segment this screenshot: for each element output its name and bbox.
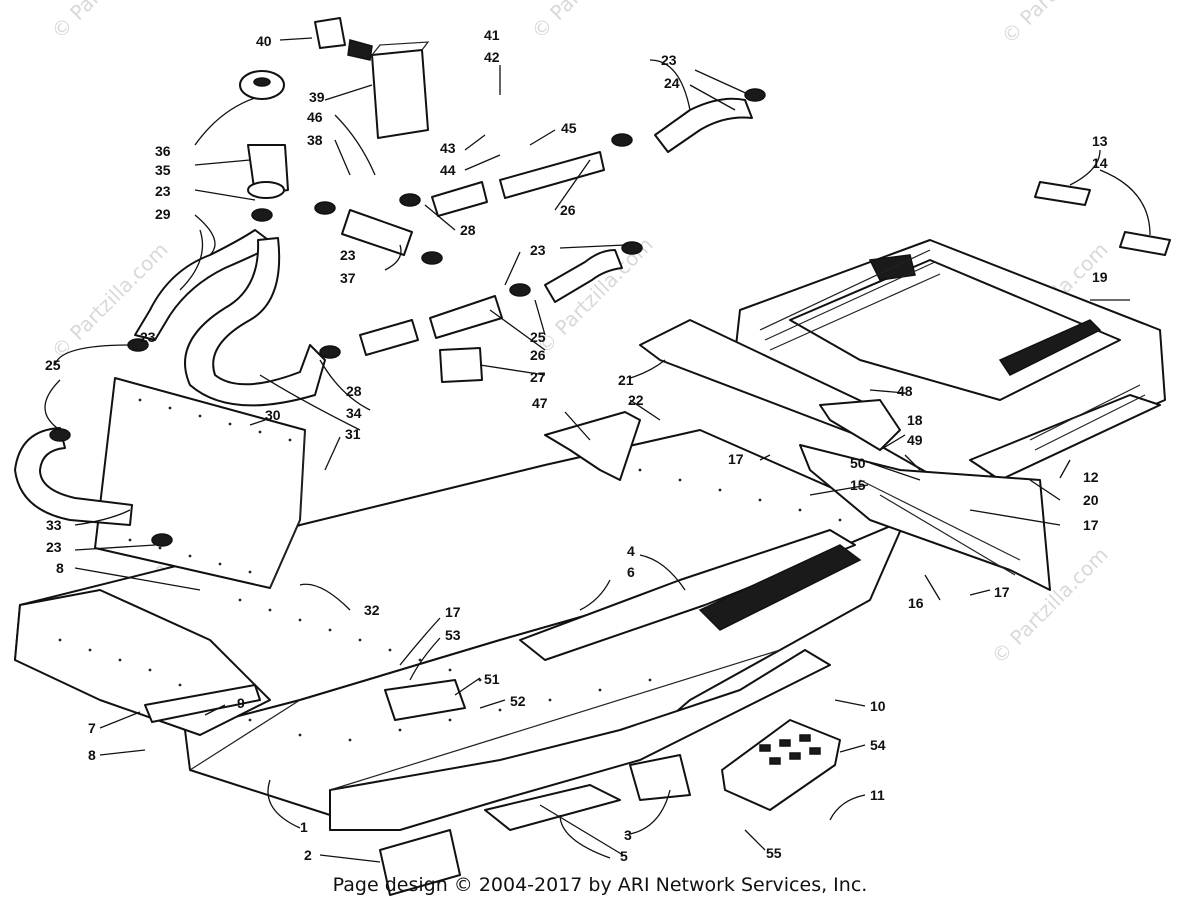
callout-label: 17 [994,584,1010,600]
callout-label: 36 [155,143,171,159]
plate-5 [484,784,621,831]
callout-label: 44 [440,162,456,178]
callout-label: 14 [1092,155,1108,171]
support-bar [144,684,261,723]
callout-label: 40 [256,33,272,49]
callout-label: 35 [155,162,171,178]
callout-label: 19 [1092,269,1108,285]
callout-label: 16 [908,595,924,611]
callout-label: 8 [56,560,64,576]
leader-lines [44,37,1151,863]
callout-label: 49 [907,432,923,448]
callout-label: 2 [304,847,312,863]
callout-label: 43 [440,140,456,156]
callout-label: 22 [628,392,644,408]
callout-label: 26 [530,347,546,363]
callout-label: 54 [870,737,886,753]
page-footer: Page design © 2004-2017 by ARI Network S… [332,874,868,896]
callout-label: 23 [340,247,356,263]
callout-label: 45 [561,120,577,136]
callout-label: 1 [300,819,308,835]
callout-label: 4 [627,543,635,559]
decal-14 [1119,231,1171,256]
grommet-plate [439,347,483,383]
callout-label: 23 [661,52,677,68]
callout-label: 53 [445,627,461,643]
callout-label: 28 [460,222,476,238]
callout-label: 15 [850,477,866,493]
mount-bracket [384,679,466,721]
callout-label: 26 [560,202,576,218]
callout-label: 48 [897,383,913,399]
callout-label: 13 [1092,133,1108,149]
clamps [49,88,766,547]
callout-label: 28 [346,383,362,399]
callout-label: 23 [46,539,62,555]
bracket-3 [629,754,691,801]
callout-label: 34 [346,405,362,421]
callout-label: 37 [340,270,356,286]
callout-label: 33 [46,517,62,533]
rear-bumper [639,239,1166,591]
callout-label: 52 [510,693,526,709]
callout-label: 9 [237,695,245,711]
callout-label: 10 [870,698,886,714]
tunnel-assembly [14,429,906,831]
heat-shield [544,411,641,481]
callout-label: 50 [850,455,866,471]
callout-label: 5 [620,848,628,864]
callout-label: 20 [1083,492,1099,508]
watermark: © Partzilla.com [47,0,173,44]
bracket-48 [819,399,901,451]
callout-label: 8 [88,747,96,763]
callout-label: 30 [265,407,281,423]
decal-13 [1034,181,1091,206]
plate-2 [379,829,461,896]
callout-label: 31 [345,426,361,442]
callout-label: 18 [907,412,923,428]
callout-label: 3 [624,827,632,843]
callout-label: 6 [627,564,635,580]
callout-label: 12 [1083,469,1099,485]
callouts: 40 41 42 39 46 38 43 44 45 36 35 23 29 2… [45,27,1108,864]
watermark: © Partzilla.com [527,0,653,44]
callout-label: 21 [618,372,634,388]
callout-label: 17 [728,451,744,467]
callout-label: 38 [307,132,323,148]
callout-label: 27 [530,369,546,385]
callout-label: 23 [140,329,156,345]
callout-label: 25 [45,357,61,373]
callout-label: 42 [484,49,500,65]
callout-label: 17 [1083,517,1099,533]
callout-label: 23 [155,183,171,199]
callout-label: 32 [364,602,380,618]
callout-label: 7 [88,720,96,736]
callout-label: 41 [484,27,500,43]
callout-label: 23 [530,242,546,258]
hoses [14,97,753,526]
callout-label: 51 [484,671,500,687]
coolant-reservoir [239,17,430,199]
callout-label: 25 [530,329,546,345]
callout-label: 29 [155,206,171,222]
footrest [721,719,841,811]
callout-label: 17 [445,604,461,620]
callout-label: 24 [664,75,680,91]
callout-label: 11 [870,787,885,803]
callout-label: 47 [532,395,548,411]
callout-label: 46 [307,109,323,125]
watermark: © Partzilla.com [997,0,1123,49]
callout-label: 39 [309,89,325,105]
callout-label: 55 [766,845,782,861]
